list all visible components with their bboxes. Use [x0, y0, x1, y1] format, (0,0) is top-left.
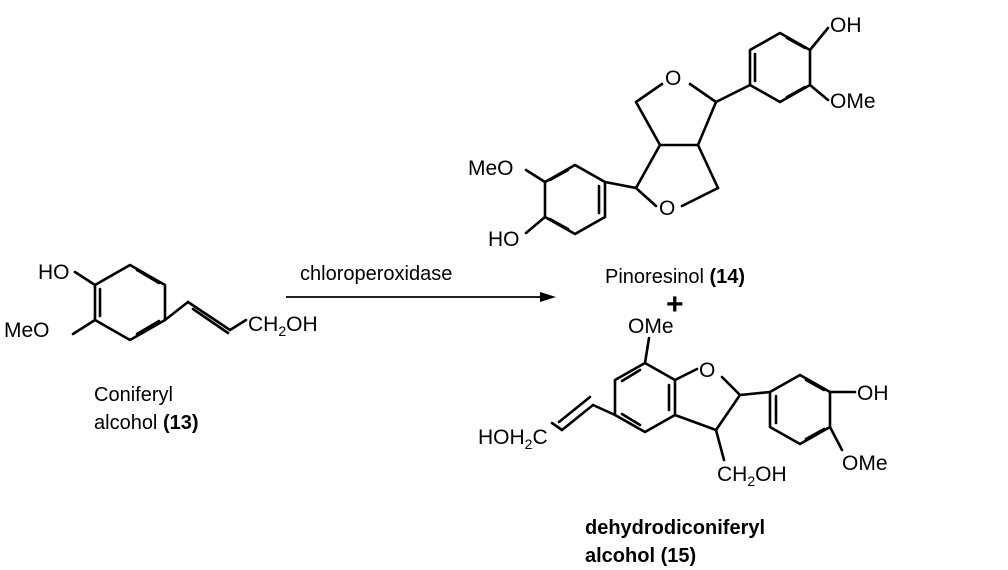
pinoresinol-ho-label: HO — [488, 228, 520, 251]
dhca-hoh2c-label: HOH2C — [478, 426, 548, 452]
reactant-name-line2: alcohol (13) — [94, 412, 199, 434]
pinoresinol-o-bottom: O — [659, 197, 675, 220]
reagent-label: chloroperoxidase — [300, 263, 452, 285]
reactant-meo-label: MeO — [4, 319, 50, 342]
dehydrodiconiferyl-alcohol-structure: OMe O OH OMe HOH2C CH2OH — [478, 315, 889, 489]
pinoresinol-ome-label: OMe — [830, 90, 876, 113]
dhca-name: dehydrodiconiferyl — [585, 517, 765, 539]
pinoresinol-meo-label: MeO — [468, 157, 514, 180]
dhca-o-ring-label: O — [699, 359, 715, 382]
reactant-name: Coniferyl — [94, 384, 173, 406]
reactant-ho-label: HO — [38, 261, 70, 284]
dhca-ome-top-label: OMe — [628, 315, 674, 338]
pinoresinol-o-top: O — [665, 67, 681, 90]
reactant-ch2oh-label: CH2OH — [248, 313, 318, 339]
dhca-name-line2: alcohol (15) — [585, 545, 696, 567]
pinoresinol-structure: O O OH OMe MeO HO — [468, 14, 876, 251]
plus-sign: + — [666, 288, 684, 321]
pinoresinol-oh-label: OH — [830, 14, 862, 37]
pinoresinol-name: Pinoresinol (14) — [605, 266, 745, 288]
reaction-arrow — [286, 292, 556, 302]
dhca-ch2oh-label: CH2OH — [717, 463, 787, 489]
dhca-oh-label: OH — [857, 382, 889, 405]
coniferyl-alcohol-structure: HO MeO CH2OH — [4, 261, 318, 342]
dhca-ome-right-label: OMe — [842, 452, 888, 475]
